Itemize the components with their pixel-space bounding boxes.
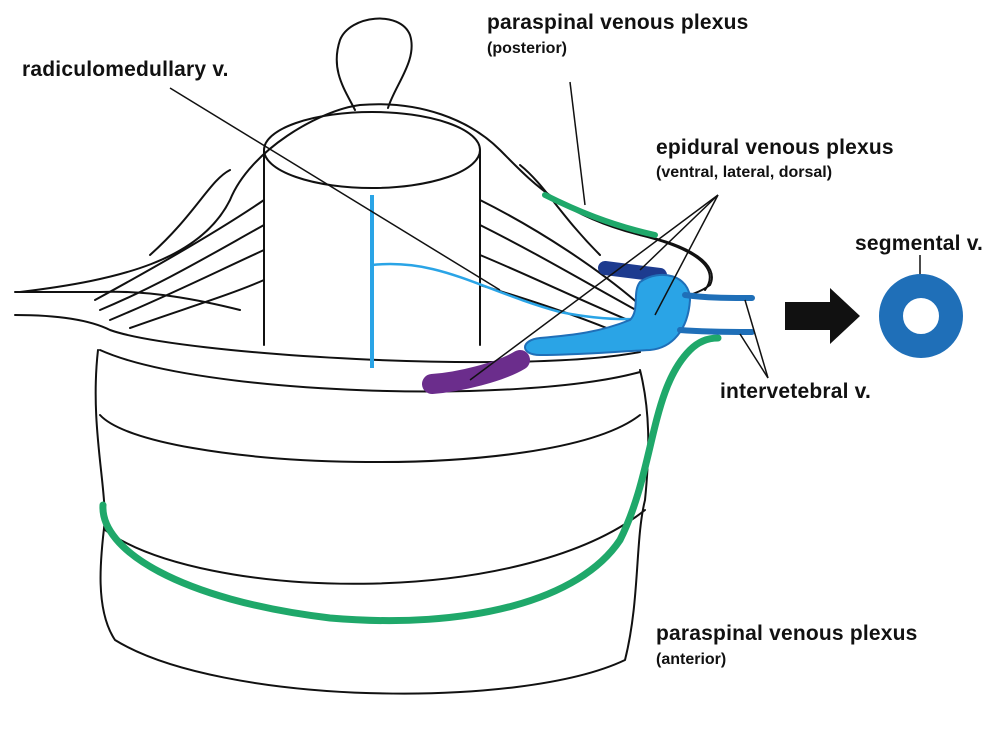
nerve-root-right-5 — [520, 165, 600, 255]
label-epidural: epidural venous plexus — [656, 136, 894, 160]
vertebral-body-groove-upper — [100, 415, 640, 462]
label-intervertebral: intervetebral v. — [720, 380, 871, 404]
paraspinal-anterior-vein — [103, 338, 718, 621]
label-epidural-sub: (ventral, lateral, dorsal) — [656, 164, 832, 182]
spinal-cord-top — [264, 112, 480, 188]
spinous-process — [337, 19, 412, 110]
leader-intervertebral-2 — [740, 334, 768, 378]
vertebral-body-groove-lower — [105, 510, 645, 584]
label-paraspinal-anterior: paraspinal venous plexus — [656, 622, 918, 646]
vertebral-body — [96, 350, 649, 694]
intervertebral-vein-lower — [680, 330, 752, 332]
label-radiculomedullary: radiculomedullary v. — [22, 58, 229, 82]
paraspinal-posterior-vein — [545, 195, 655, 235]
label-paraspinal-anterior-sub: (anterior) — [656, 651, 726, 669]
arrow-right-icon — [785, 288, 860, 344]
leader-intervertebral-1 — [745, 300, 768, 378]
segmental-vein-ring — [891, 286, 951, 346]
intervertebral-vein-upper — [685, 295, 752, 298]
leader-paraspinal-posterior — [570, 82, 585, 205]
epidural-lateral-vein — [525, 275, 690, 355]
label-segmental: segmental v. — [855, 232, 983, 256]
epidural-ventral-vein-purple — [432, 360, 520, 384]
nerve-root-left-3 — [110, 250, 264, 320]
nerve-root-left-5 — [150, 170, 230, 255]
label-paraspinal-posterior-sub: (posterior) — [487, 40, 567, 58]
label-paraspinal-posterior: paraspinal venous plexus — [487, 11, 749, 35]
